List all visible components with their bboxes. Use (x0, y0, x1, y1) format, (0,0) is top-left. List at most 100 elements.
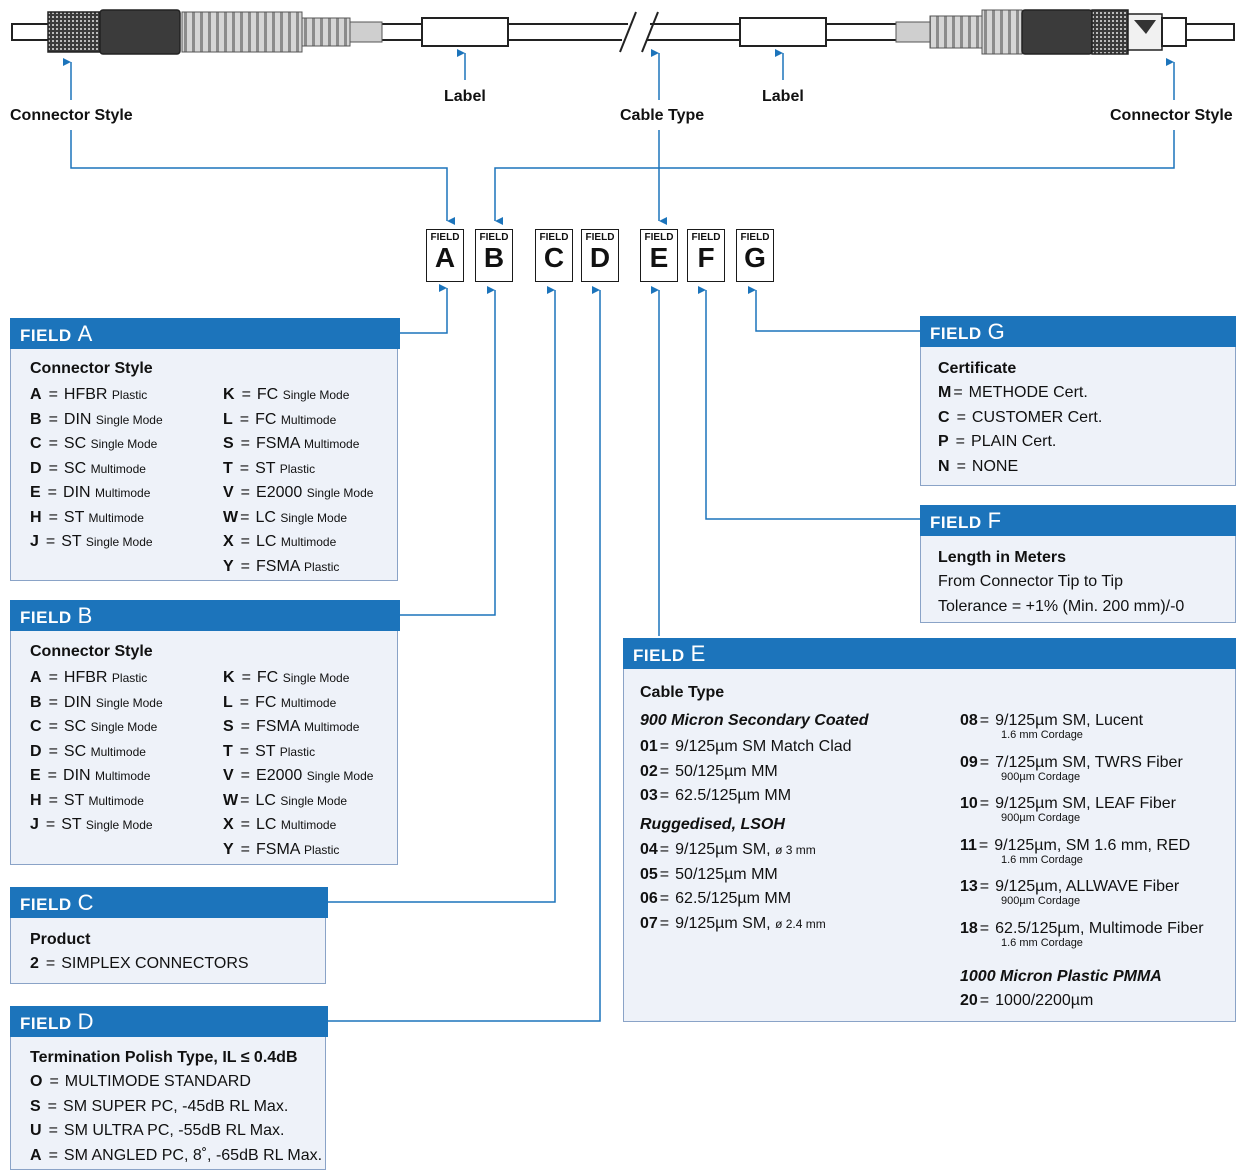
code: L (223, 693, 233, 711)
equals-sign: = (49, 1073, 59, 1090)
qualifier: Single Mode (95, 412, 163, 427)
value: FC (256, 386, 279, 403)
value: HFBR (63, 386, 108, 403)
qualifier: Multimode (95, 769, 151, 783)
connector-left (11, 9, 383, 55)
equals-sign: = (953, 384, 963, 401)
connector-option: E=DIN Multimode (30, 767, 150, 785)
value: DIN (63, 484, 91, 501)
connector-option: V=E2000 Single Mode (223, 484, 373, 502)
code: W (223, 508, 239, 526)
field-f-header-word: FIELD (930, 513, 982, 532)
cable-option: 02=50/125µm MM (640, 763, 778, 781)
field-box-a: FIELD A (426, 229, 464, 282)
field-box-d: FIELD D (581, 229, 619, 282)
equals-sign: = (240, 816, 251, 833)
qualifier: Single Mode (282, 388, 350, 402)
value: DIN (63, 693, 92, 711)
connector-option: D=SC Multimode (30, 460, 146, 478)
equals-sign: = (979, 753, 990, 771)
value: MULTIMODE STANDARD (64, 1073, 251, 1090)
value: SC (63, 742, 87, 760)
equals-sign: = (979, 992, 990, 1009)
field-g-header-word: FIELD (930, 324, 982, 343)
code: A (30, 669, 42, 686)
code: X (223, 533, 234, 550)
certificate-option: C=CUSTOMER Cert. (938, 409, 1102, 427)
value: 1000/2200µm (995, 992, 1094, 1009)
field-b-header-letter: B (77, 603, 93, 628)
equals-sign: = (48, 791, 58, 809)
field-box-letter: F (697, 242, 715, 273)
qualifier: Multimode (280, 412, 337, 427)
code: S (223, 718, 234, 735)
value: 9/125µm SM, LEAF Fiber (995, 795, 1176, 813)
code: E (30, 484, 41, 501)
equals-sign: = (979, 878, 990, 896)
code: X (223, 816, 234, 833)
label-label-left: Label (444, 88, 486, 105)
code: T (223, 742, 233, 760)
code: 09 (960, 753, 978, 771)
value: ST (61, 533, 82, 550)
field-box-letter: A (434, 242, 456, 273)
code: 05 (640, 865, 658, 883)
equals-sign: = (48, 410, 58, 428)
equals-sign: = (45, 816, 56, 833)
code: 07 (640, 914, 658, 932)
equals-sign: = (47, 484, 58, 501)
code: 2 (30, 955, 39, 972)
qualifier: Multimode (95, 486, 151, 500)
route-panel-c (328, 286, 556, 903)
code: H (30, 791, 42, 809)
code: Y (223, 557, 234, 575)
code: 04 (640, 841, 658, 858)
value: ST (255, 742, 276, 760)
code: 18 (960, 920, 978, 937)
polish-option: O=MULTIMODE STANDARD (30, 1073, 251, 1091)
qualifier: Single Mode (95, 695, 163, 710)
connector-option: K=FC Single Mode (223, 669, 349, 687)
value: 62.5/125µm MM (675, 787, 792, 804)
value: SM ANGLED PC, 8˚, -65dB RL Max. (63, 1146, 323, 1164)
equals-sign: = (659, 890, 670, 907)
field-e-header-word: FIELD (633, 646, 685, 665)
field-c-header-word: FIELD (20, 895, 72, 914)
label-cable-type: Cable Type (620, 107, 705, 124)
equals-sign: = (239, 459, 250, 477)
code: 03 (640, 787, 658, 804)
code: A (30, 386, 42, 403)
value: FSMA (256, 840, 300, 858)
label-connector-style-left: Connector Style (10, 107, 133, 124)
qualifier: Single Mode (280, 793, 348, 808)
connector-option: B=DIN Single Mode (30, 694, 163, 712)
connector-right (895, 9, 1235, 55)
equals-sign: = (240, 435, 251, 452)
code: J (30, 533, 39, 550)
cordage-note: 900µm Cordage (1001, 812, 1081, 825)
qualifier: Multimode (88, 793, 144, 808)
value: SC (63, 459, 87, 477)
code: D (30, 742, 42, 760)
code: K (223, 669, 235, 686)
equals-sign: = (239, 742, 250, 760)
code: U (30, 1122, 42, 1139)
qualifier: Plastic (111, 388, 148, 402)
connector-option: T=ST Plastic (223, 743, 315, 761)
qualifier: Multimode (280, 818, 337, 832)
value: 9/125µm, SM 1.6 mm, RED (994, 836, 1191, 854)
field-g-title: Certificate (938, 360, 1017, 377)
qualifier: Multimode (88, 510, 144, 525)
value: LC (255, 791, 276, 809)
qualifier: Single Mode (280, 510, 348, 525)
value: LC (256, 533, 277, 550)
field-box-letter: E (649, 242, 669, 273)
code: B (30, 410, 42, 428)
equals-sign: = (239, 693, 250, 711)
qualifier: Multimode (304, 437, 360, 451)
connector-option: C=SC Single Mode (30, 718, 157, 736)
